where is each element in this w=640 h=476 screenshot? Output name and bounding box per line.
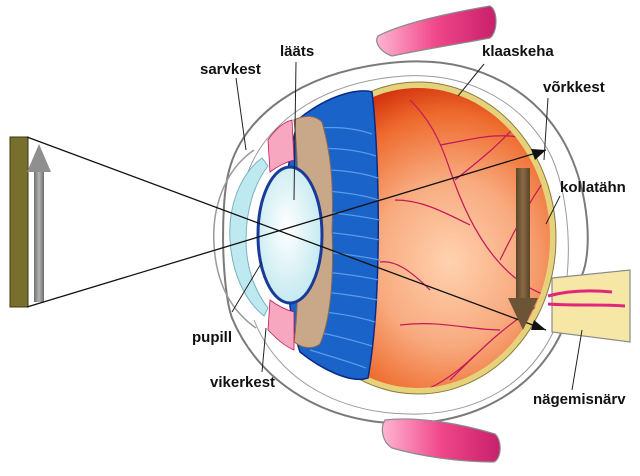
ray-arrowhead-lower [531, 320, 546, 330]
label-nagemisnarv: nägemisnärv [533, 391, 626, 408]
cornea-outer-line [213, 149, 257, 329]
light-rays [26, 136, 547, 331]
label-laats: lääts [280, 43, 315, 60]
object-bar [9, 136, 29, 308]
ray-arrowhead-upper [531, 149, 546, 160]
sclera-inner-line [245, 75, 569, 415]
label-sarvkest: sarvkest [200, 61, 261, 78]
label-vorkkest: võrkkest [543, 79, 605, 96]
label-vikerkest: vikerkest [210, 374, 276, 391]
label-kollatahn: kollatähn [560, 179, 626, 196]
retina-image-arrow [508, 168, 538, 330]
iris-rim [267, 119, 295, 351]
label-pupill: pupill [192, 329, 232, 346]
muscle-top [376, 5, 497, 57]
object-arrow [27, 144, 51, 302]
muscle-bottom [381, 418, 501, 463]
leader-lines [231, 61, 583, 391]
optic-nerve-vessel [547, 289, 626, 308]
label-klaaskeha: klaaskeha [482, 43, 554, 60]
